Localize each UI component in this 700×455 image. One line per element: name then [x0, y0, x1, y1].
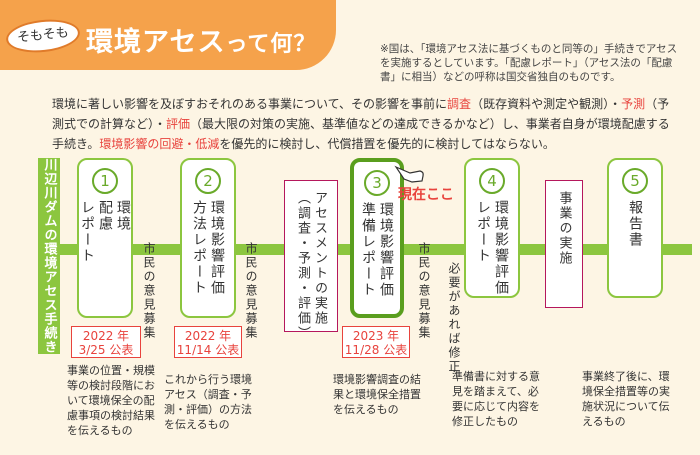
step-card-5: 5 報告書 [607, 158, 663, 298]
step-number: 2 [195, 168, 221, 194]
step-card-3: 3 環境影響評価 準備レポート [350, 158, 404, 318]
step-label: 報告書 [627, 200, 643, 248]
description-4: 準備書に対する意見を踏まえて、必要に応じて内容を修正したもの [452, 370, 540, 428]
description-2: これから行う環境アセス（調査・予測・評価）の方法を伝えるもの [164, 373, 252, 431]
revise-label: 必要があれば修正 [447, 262, 461, 374]
description-5: 事業終了後に、環境保全措置等の実施状況について伝えるもの [582, 370, 670, 428]
note-text: ※国は、「環境アセス法に基づくものと同等の」手続きでアセスを実施するとしています… [380, 43, 678, 83]
public-comment-1: 市民の意見募集 [142, 242, 156, 340]
assessment-label: アセスメントの実施 （調査・予測・評価） [295, 191, 327, 341]
step-label: 環境影響評価 方法レポート [191, 200, 225, 296]
intro-text: （既存資料や測定や観測）・ [471, 97, 622, 111]
description-1: 事業の位置・規模等の検討段階において環境保全の配慮事項の検討結果を伝えるもの [67, 364, 155, 437]
date-badge-2: 2022 年 11/14 公表 [174, 326, 242, 358]
step-label: 環境 配慮 レポート [79, 200, 131, 264]
date-badge-3: 2023 年 11/28 公表 [342, 326, 410, 358]
pointing-hand-icon [394, 165, 424, 183]
date-day: 11/28 公表 [344, 343, 408, 357]
step-card-2: 2 環境影響評価 方法レポート [180, 158, 236, 318]
business-box: 事業の実施 [545, 180, 583, 308]
step-card-4: 4 環境影響評価 レポート [464, 158, 520, 298]
current-position-label: 現在ここ [398, 187, 454, 203]
step-label: 環境影響評価 準備レポート [360, 202, 394, 298]
intro-highlight: 環境影響の回避・低減 [99, 137, 220, 151]
public-comment-2: 市民の意見募集 [244, 242, 258, 340]
assessment-box: アセスメントの実施 （調査・予測・評価） [284, 180, 338, 341]
intro-highlight: 評価 [166, 117, 191, 131]
step-card-1: 1 環境 配慮 レポート [77, 158, 133, 318]
intro-text: を優先的に検討し、代償措置を優先的に検討してはならない。 [219, 137, 555, 151]
intro-text: 環境に著しい影響を及ぼすおそれのある事業について、その影響を事前に [52, 97, 448, 111]
business-label: 事業の実施 [556, 191, 572, 266]
title-main: 環境アセス [86, 27, 226, 58]
step-number: 3 [364, 170, 390, 196]
title-tail: って何？ [225, 32, 317, 57]
page-title: 環境アセスって何？ [86, 20, 316, 59]
date-year: 2022 年 [184, 329, 232, 343]
step-number: 5 [622, 168, 648, 194]
public-comment-3: 市民の意見募集 [417, 242, 431, 340]
step-label: 環境影響評価 レポート [475, 200, 509, 296]
side-label: 川辺川ダムの環境アセス手続き [38, 158, 60, 354]
date-year: 2022 年 [82, 329, 130, 343]
date-day: 3/25 公表 [78, 343, 134, 357]
intro-highlight: 予測 [621, 97, 646, 111]
intro-text: （最大限の対策の実施、基準値などの達成できるかなど）し、事業者自身が環境配慮する… [52, 117, 670, 151]
step-number: 4 [479, 168, 505, 194]
intro-text: （予測式での計算など）・ [52, 97, 670, 131]
date-day: 11/14 公表 [176, 343, 240, 357]
date-year: 2023 年 [352, 329, 400, 343]
date-badge-1: 2022 年 3/25 公表 [71, 326, 141, 358]
intro-highlight: 調査 [447, 97, 472, 111]
step-number: 1 [92, 168, 118, 194]
intro-paragraph: 環境に著しい影響を及ぼすおそれのある事業について、その影響を事前に調査（既存資料… [52, 94, 672, 154]
description-3: 環境影響調査の結果と環境保全措置を伝えるもの [333, 373, 421, 416]
